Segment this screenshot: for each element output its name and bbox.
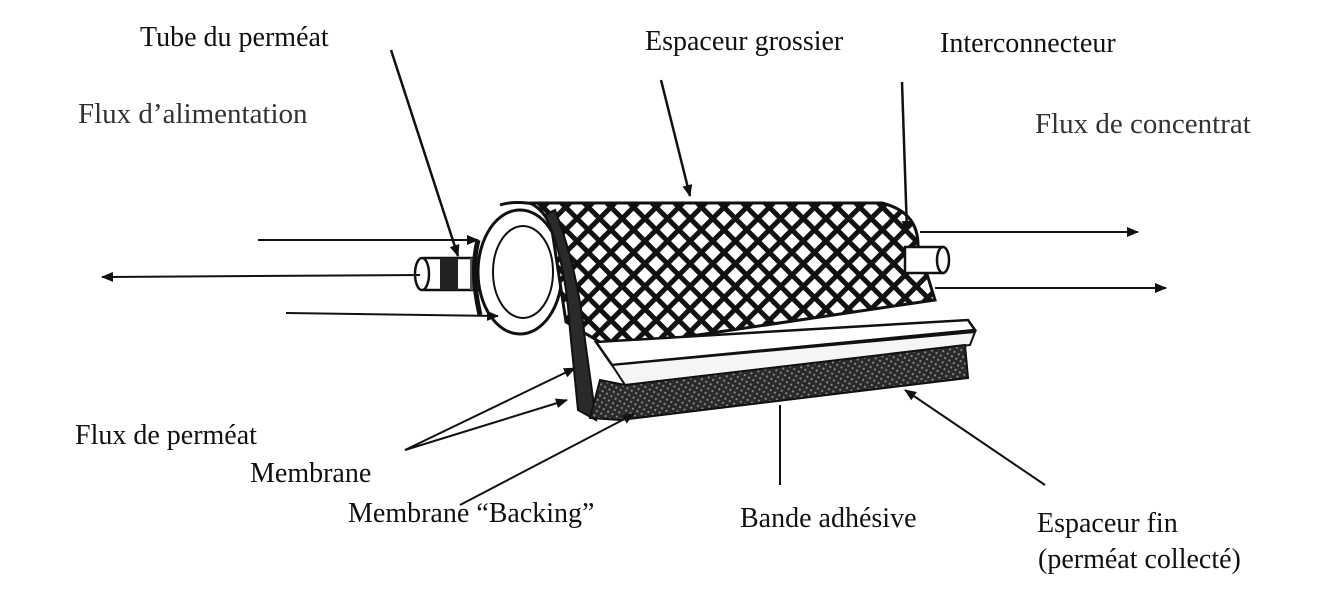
flow-arrows — [101, 227, 1167, 321]
label-feed-flow: Flux d’alimentation — [78, 98, 308, 130]
label-permeate-flow: Flux de perméat — [75, 420, 257, 451]
interconnector-tube — [903, 245, 951, 275]
label-coarse-spacer: Espaceur grossier — [645, 26, 844, 57]
label-concentrate-flow: Flux de concentrat — [1035, 108, 1251, 140]
label-membrane-backing: Membrane “Backing” — [348, 498, 595, 529]
label-fine-spacer: Espaceur fin — [1037, 508, 1178, 539]
fine-spacer-mesh — [588, 343, 970, 422]
label-permeate-tube: Tube du perméat — [140, 22, 329, 53]
membrane-envelope — [593, 318, 978, 367]
label-membrane: Membrane — [250, 458, 372, 489]
label-fine-spacer-note: (perméat collecté) — [1038, 544, 1241, 575]
label-adhesive-band: Bande adhésive — [740, 503, 917, 534]
adhesive-band-strip — [610, 330, 977, 387]
membrane-leaves — [543, 208, 598, 422]
label-interconnector: Interconnecteur — [940, 28, 1116, 59]
pointer-lines — [389, 49, 1046, 506]
